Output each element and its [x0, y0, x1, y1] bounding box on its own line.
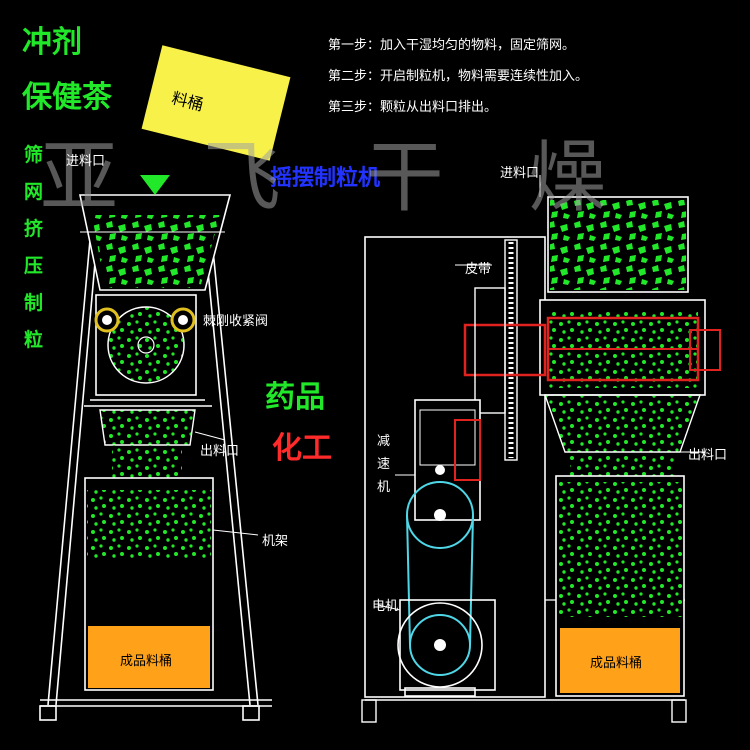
label-inlet-right: 进料口	[500, 166, 540, 181]
step-item: 第二步：开启制粒机，物料需要连续性加入。	[328, 69, 589, 84]
pulley-belt	[406, 481, 474, 676]
label-outlet-left: 出料口	[200, 444, 240, 459]
machine-frame	[39, 239, 272, 721]
label-outlet-right: 出料口	[688, 448, 728, 463]
hopper-card	[141, 45, 291, 161]
label-clamp-valve: 棘刚收紧阀	[203, 314, 269, 329]
diagram-title: 摇摆制粒机	[270, 166, 381, 191]
vertical-char: 挤	[24, 218, 44, 240]
steps-list: 第一步：加入干湿均匀的物料，固定筛网。 第二步：开启制粒机，物料需要连续性加入。…	[328, 30, 588, 123]
watermark: 亚 飞 干 燥	[40, 133, 637, 223]
step-item: 第三步：颗粒从出料口排出。	[328, 100, 498, 115]
vertical-char: 网	[24, 181, 44, 203]
label-motor: 电机	[372, 599, 399, 614]
label-bucket-right: 成品料桶	[590, 656, 643, 671]
vertical-caption: 筛 网 挤 压 制 粒	[24, 146, 46, 350]
clamp-wheel-right	[170, 307, 196, 333]
label-reducer: 减 速 机	[377, 430, 393, 495]
label-belt: 皮带	[465, 262, 492, 277]
vertical-char: 筛	[24, 144, 44, 166]
clamp-wheel-left	[94, 307, 120, 333]
right-outlet	[544, 394, 701, 453]
label-bucket-left: 成品料桶	[120, 654, 173, 669]
reducer-char: 速	[377, 457, 391, 472]
discharge-chute	[99, 409, 196, 446]
vertical-char: 压	[24, 255, 44, 277]
vertical-char: 制	[24, 292, 44, 314]
step-item: 第一步：加入干湿均匀的物料，固定筛网。	[328, 38, 576, 53]
right-machine	[361, 175, 721, 723]
title-health-tea: 保健茶	[22, 80, 112, 115]
vertical-char: 粒	[24, 329, 44, 351]
label-pharma: 药品	[265, 380, 325, 415]
label-inlet-left: 进料口	[66, 154, 106, 169]
reducer-char: 机	[377, 480, 391, 495]
title-granules: 冲剂	[22, 25, 82, 60]
reducer-char: 减	[377, 434, 391, 449]
label-chem: 化工	[272, 431, 332, 466]
label-frame: 机架	[262, 534, 289, 549]
left-machine	[39, 194, 272, 721]
motor	[397, 599, 496, 697]
